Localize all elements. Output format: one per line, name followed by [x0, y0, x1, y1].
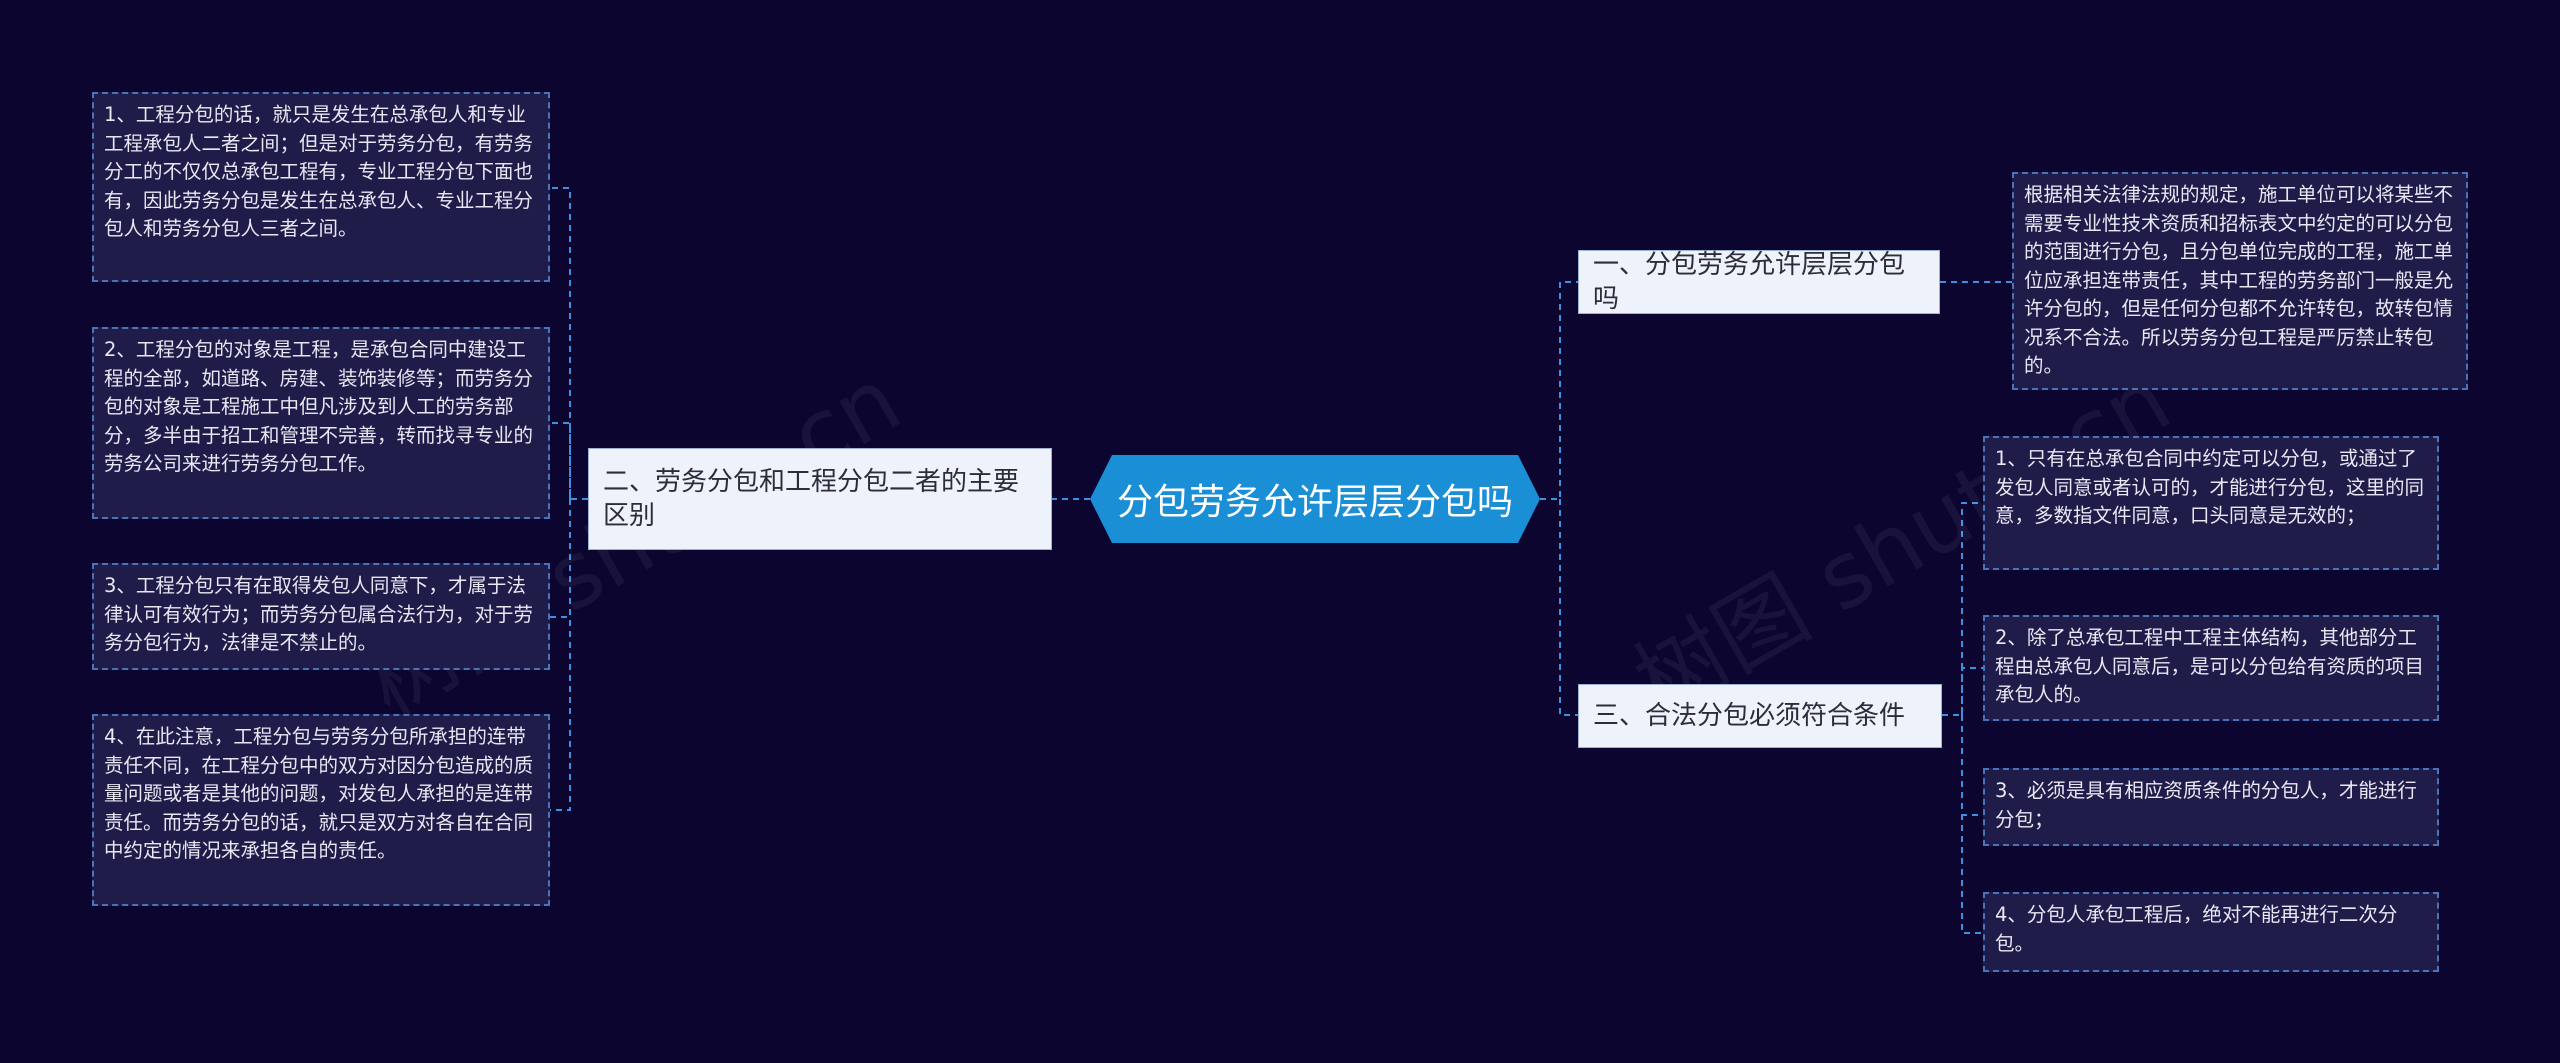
branch-layered-subcontract[interactable]: 一、分包劳务允许层层分包吗 — [1578, 250, 1940, 314]
leaf-layered-answer[interactable]: 根据相关法律法规的规定，施工单位可以将某些不需要专业性技术资质和招标表文中约定的… — [2012, 172, 2468, 390]
branch-main-differences[interactable]: 二、劳务分包和工程分包二者的主要区别 — [588, 448, 1052, 550]
leaf-condition-2[interactable]: 2、除了总承包工程中工程主体结构，其他部分工程由总承包人同意后，是可以分包给有资… — [1983, 615, 2439, 721]
central-topic-label: 分包劳务允许层层分包吗 — [1116, 482, 1513, 523]
branch-legal-conditions[interactable]: 三、合法分包必须符合条件 — [1578, 684, 1942, 748]
leaf-difference-3[interactable]: 3、工程分包只有在取得发包人同意下，才属于法律认可有效行为；而劳务分包属合法行为… — [92, 563, 550, 670]
leaf-difference-4[interactable]: 4、在此注意，工程分包与劳务分包所承担的连带责任不同，在工程分包中的双方对因分包… — [92, 714, 550, 906]
connector-center-right — [1540, 281, 1578, 716]
branch-label: 三、合法分包必须符合条件 — [1593, 701, 1906, 731]
leaf-difference-1[interactable]: 1、工程分包的话，就只是发生在总承包人和专业工程承包人二者之间；但是对于劳务分包… — [92, 92, 550, 282]
branch-label: 二、劳务分包和工程分包二者的主要区别 — [603, 467, 1020, 531]
branch-label: 一、分包劳务允许层层分包吗 — [1593, 250, 1906, 314]
leaf-difference-2[interactable]: 2、工程分包的对象是工程，是承包合同中建设工程的全部，如道路、房建、装饰装修等；… — [92, 327, 550, 519]
central-topic[interactable]: 分包劳务允许层层分包吗 — [1090, 455, 1540, 543]
leaf-condition-4[interactable]: 4、分包人承包工程后，绝对不能再进行二次分包。 — [1983, 892, 2439, 972]
leaf-condition-3[interactable]: 3、必须是具有相应资质条件的分包人，才能进行分包； — [1983, 768, 2439, 846]
connector-right2-leaves — [1942, 502, 1983, 934]
connector-left-leaves — [550, 187, 588, 811]
leaf-condition-1[interactable]: 1、只有在总承包合同中约定可以分包，或通过了发包人同意或者认可的，才能进行分包，… — [1983, 436, 2439, 570]
